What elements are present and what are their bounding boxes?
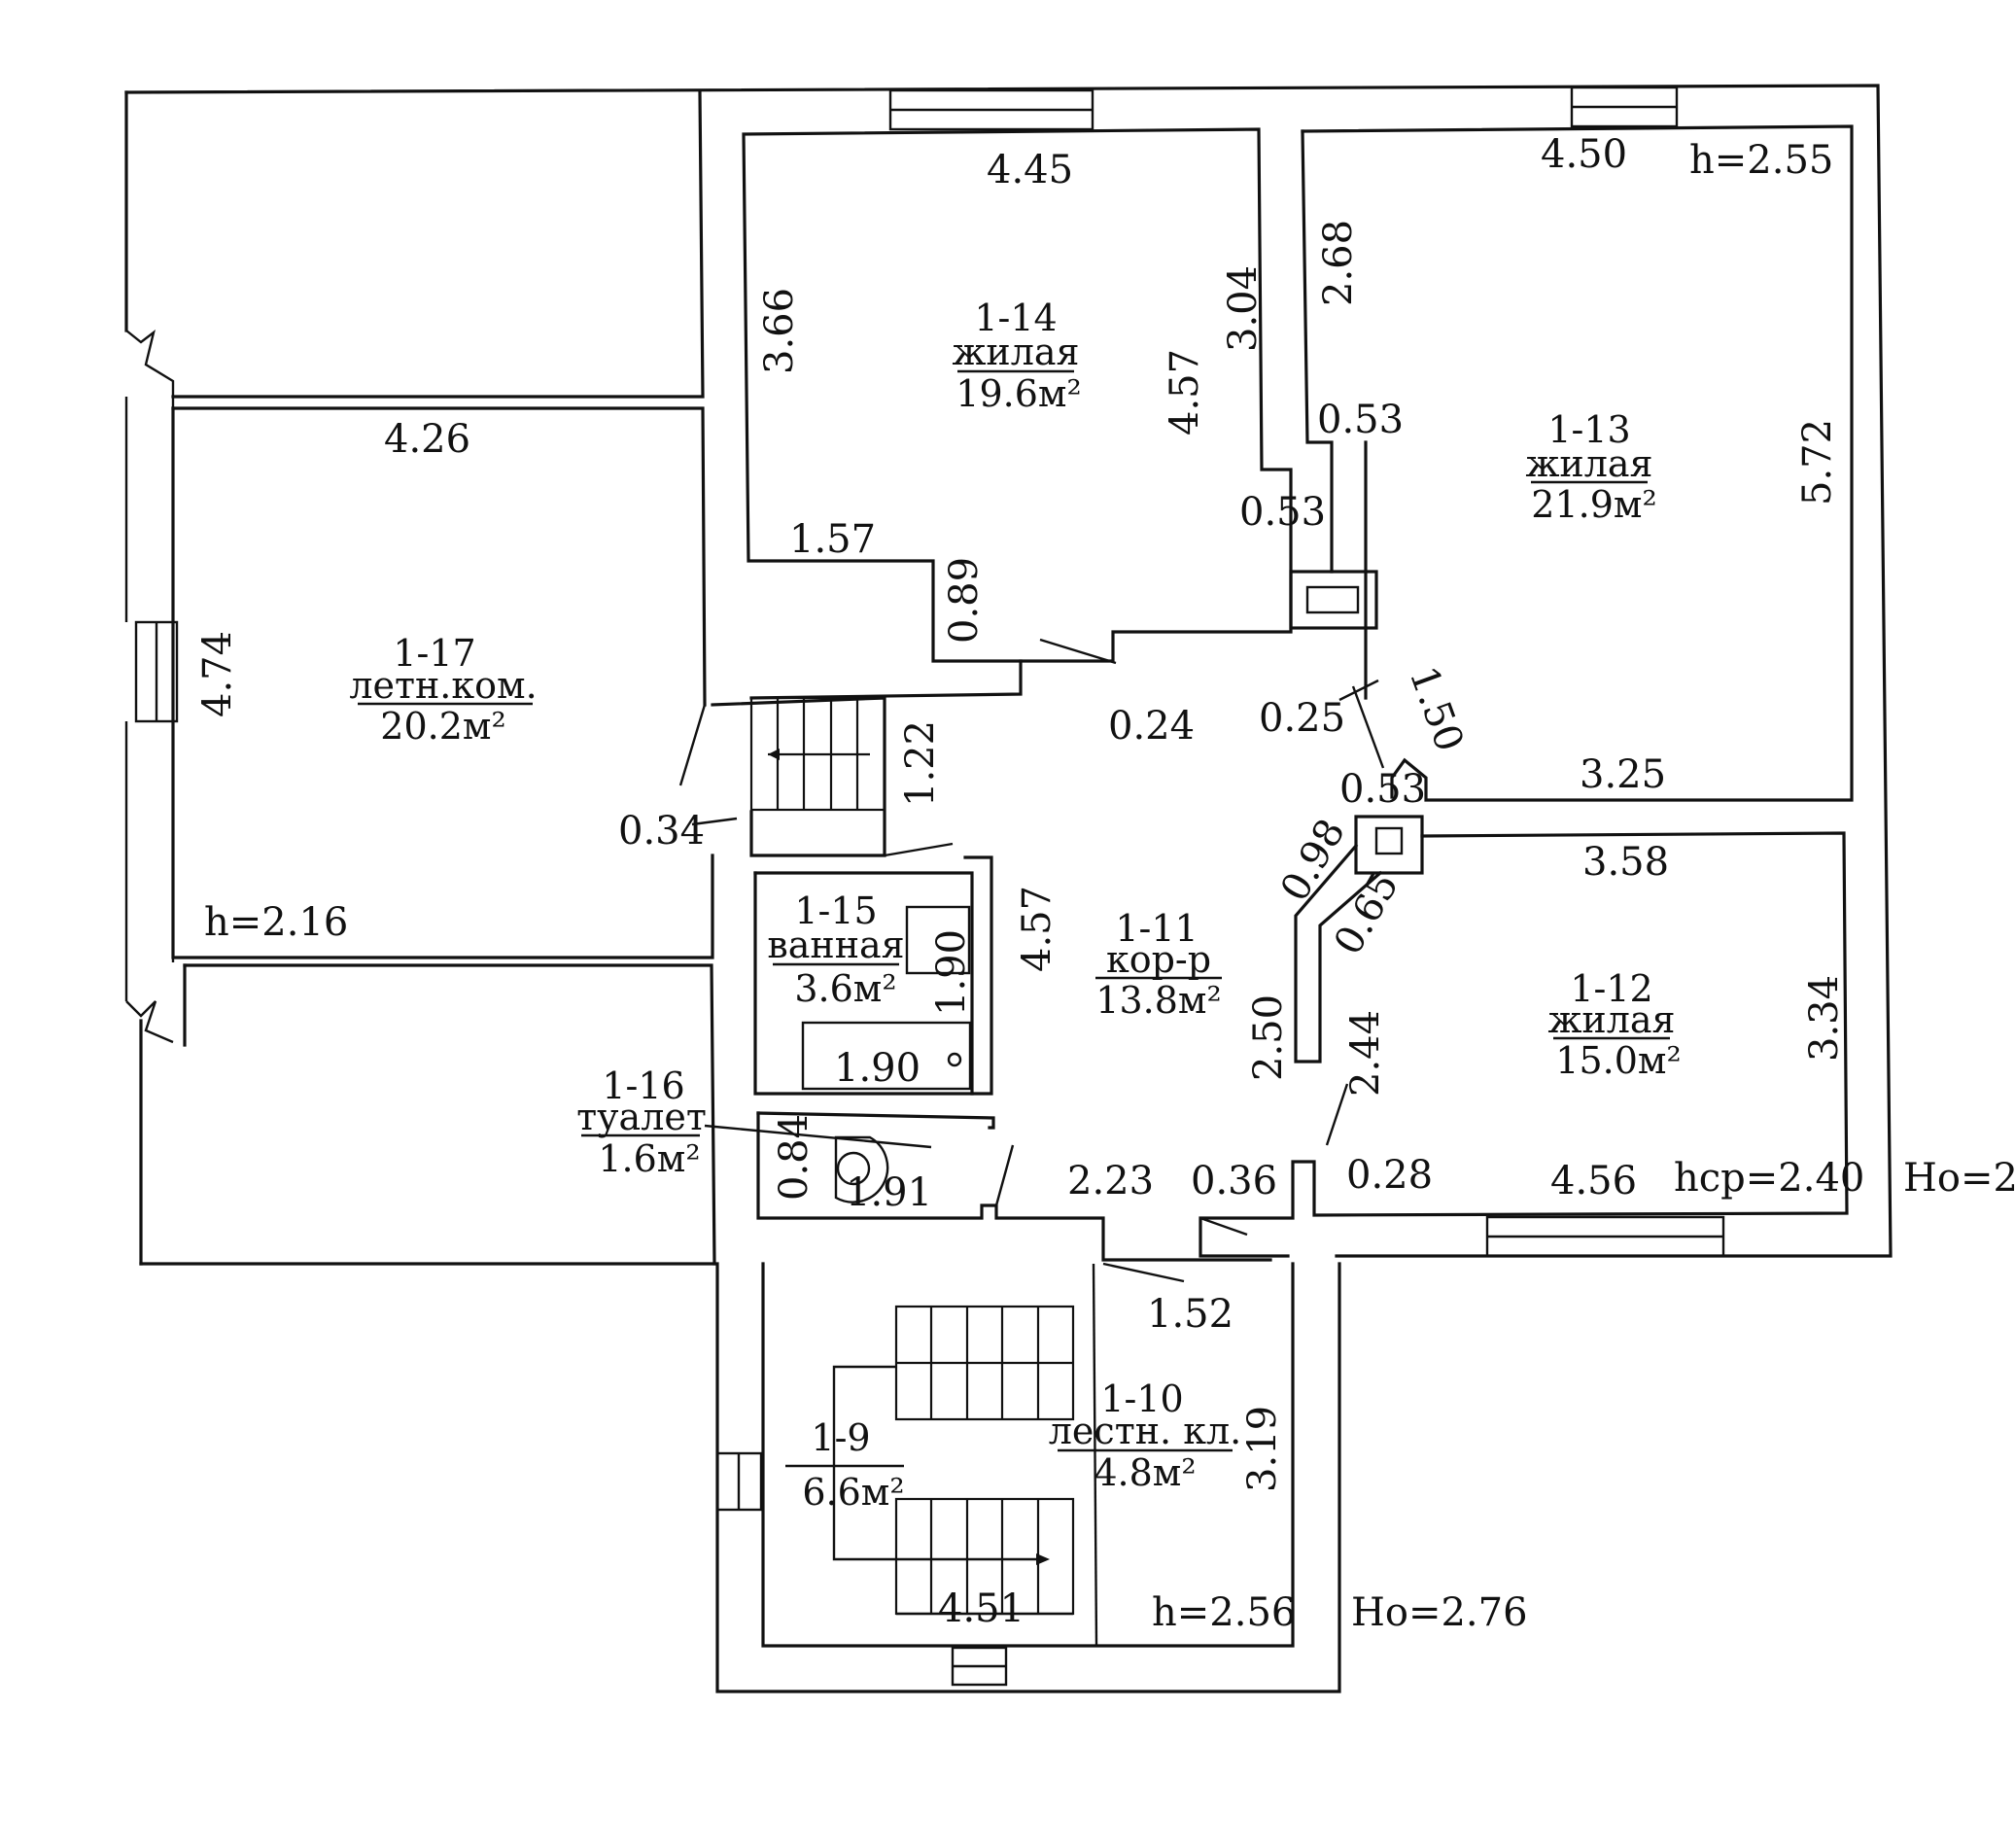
room-label-1-14: 1-14 жилая 19.6м² (952, 296, 1081, 415)
height-h-2-56: h=2.56 (1152, 1590, 1296, 1635)
room-number: 1-17 (393, 632, 475, 675)
break-lines (124, 329, 175, 1044)
dim-0-53-a: 0.53 (1317, 398, 1404, 442)
room-number: 1-14 (974, 296, 1057, 339)
lower-stair-block (715, 1262, 1341, 1693)
room-name: лестн. кл. (1049, 1410, 1241, 1452)
dim-0-84: 0.84 (772, 1114, 816, 1201)
dim-4-50: 4.50 (1541, 132, 1627, 177)
room-label-1-15: 1-15 ванная 3.6м² (767, 889, 904, 1010)
dim-3-19: 3.19 (1240, 1406, 1285, 1492)
height-h-2-55: h=2.55 (1689, 138, 1833, 183)
room-name: жилая (952, 331, 1079, 373)
room-label-1-13: 1-13 жилая 21.9м² (1525, 408, 1656, 526)
dim-2-44: 2.44 (1343, 1010, 1388, 1097)
dim-5-72: 5.72 (1795, 419, 1840, 506)
room-label-1-12: 1-12 жилая 15.0м² (1547, 967, 1681, 1082)
room-number: 1-9 (811, 1416, 870, 1459)
dim-0-65: 0.65 (1326, 865, 1407, 962)
dim-3-34: 3.34 (1802, 975, 1847, 1062)
dim-0-34: 0.34 (618, 809, 705, 854)
room-area: 21.9м² (1531, 483, 1656, 526)
room-1-12-walls (1199, 815, 1849, 1258)
dim-1-52: 1.52 (1147, 1292, 1233, 1337)
dim-4-45: 4.45 (987, 148, 1073, 192)
room-name: жилая (1525, 442, 1652, 485)
dim-3-25: 3.25 (1580, 752, 1666, 797)
dim-1-90-a: 1.90 (929, 929, 974, 1016)
room-area: 19.6м² (955, 372, 1081, 415)
dim-4-26: 4.26 (384, 417, 470, 462)
dim-4-74: 4.74 (195, 631, 240, 717)
dim-2-50: 2.50 (1246, 994, 1291, 1081)
dim-0-28: 0.28 (1346, 1153, 1433, 1198)
room-label-1-16: 1-16 туалет 1.6м² (576, 1064, 707, 1180)
dim-1-50: 1.50 (1401, 661, 1473, 757)
room-label-1-10: 1-10 лестн. кл. 4.8м² (1049, 1377, 1241, 1494)
room-1-14-walls (742, 127, 1293, 700)
dim-3-58: 3.58 (1582, 840, 1669, 885)
room-label-1-17: 1-17 летн.ком. 20.2м² (349, 632, 537, 748)
room-area: 13.8м² (1095, 979, 1221, 1022)
room-name: туалет (576, 1096, 707, 1138)
room-number: 1-16 (602, 1064, 684, 1107)
room-number: 1-13 (1547, 408, 1630, 451)
room-area: 15.0м² (1555, 1039, 1681, 1082)
height-ho-2-76: Ho=2.76 (1351, 1590, 1528, 1635)
dim-0-25: 0.25 (1259, 696, 1345, 741)
room-number: 1-10 (1100, 1377, 1183, 1420)
room-area: 4.8м² (1094, 1451, 1196, 1494)
room-number: 1-12 (1570, 967, 1652, 1010)
room-label-1-11: 1-11 кор-р 13.8м² (1095, 907, 1222, 1022)
dim-0-89: 0.89 (942, 557, 987, 644)
dim-4-56: 4.56 (1550, 1159, 1637, 1203)
room-area: 6.6м² (802, 1471, 904, 1514)
dim-0-24: 0.24 (1108, 704, 1195, 749)
room-number: 1-11 (1115, 907, 1198, 950)
left-rooms-walls (171, 90, 716, 1266)
dimension-labels-rotated: 3.66 3.04 4.57 2.68 5.72 0.89 4.74 1.50 … (195, 220, 1847, 1492)
room-area: 3.6м² (794, 967, 896, 1010)
dim-1-90-b: 1.90 (834, 1046, 921, 1091)
height-h-2-16: h=2.16 (204, 900, 348, 945)
room-label-1-9: 1-9 6.6м² (785, 1416, 905, 1514)
dim-3-04: 3.04 (1221, 265, 1266, 352)
room-1-13-walls (1289, 124, 1854, 802)
dim-2-23: 2.23 (1067, 1159, 1154, 1203)
window-symbols (134, 86, 1725, 1687)
dim-2-68: 2.68 (1316, 220, 1361, 306)
dim-1-22: 1.22 (898, 720, 943, 807)
room-name: жилая (1547, 998, 1675, 1041)
corridor-marks (1039, 638, 1385, 1237)
dim-0-53-c: 0.53 (1339, 767, 1426, 812)
room-name: летн.ком. (349, 664, 537, 707)
dim-0-36: 0.36 (1191, 1159, 1277, 1203)
room-1-16-walls (704, 1111, 1272, 1262)
dim-3-66: 3.66 (757, 288, 802, 374)
upper-stair (678, 696, 954, 857)
height-hcp-2-40: hср=2.40 (1674, 1156, 1864, 1201)
dim-4-51: 4.51 (938, 1586, 1025, 1631)
dim-4-57-a: 4.57 (1163, 349, 1207, 436)
room-area: 20.2м² (380, 705, 505, 748)
dimension-labels: 4.45 4.50 0.53 0.53 4.26 1.57 0.24 0.25 … (384, 132, 1669, 1631)
dim-4-57-b: 4.57 (1015, 886, 1060, 972)
room-number: 1-15 (794, 889, 877, 932)
room-name: кор-р (1106, 938, 1211, 981)
room-area: 1.6м² (598, 1137, 700, 1180)
height-labels: h=2.55 h=2.16 hср=2.40 Ho=2. h=2.56 Ho=2… (204, 138, 2015, 1635)
dim-1-91: 1.91 (846, 1170, 932, 1215)
room-1-15-walls (753, 855, 993, 1096)
dim-1-57: 1.57 (789, 517, 876, 562)
dim-0-53-b: 0.53 (1239, 490, 1326, 535)
room-name: ванная (767, 924, 904, 966)
height-ho-2: Ho=2. (1903, 1156, 2015, 1201)
